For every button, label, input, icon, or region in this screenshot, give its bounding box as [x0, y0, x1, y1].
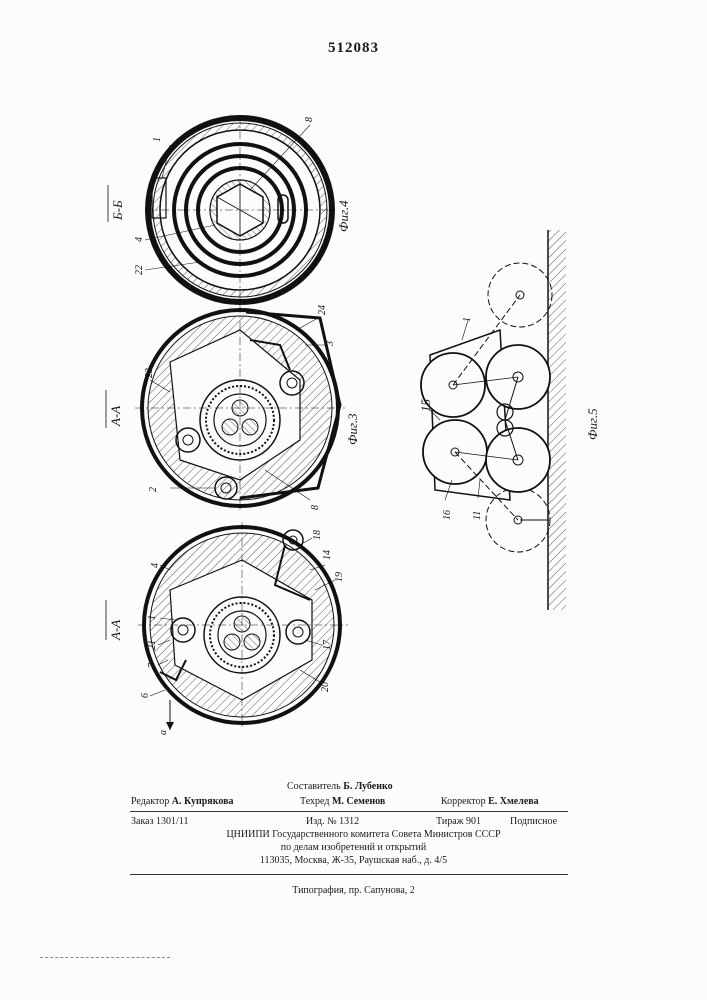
fig5-part-15: 15: [418, 399, 433, 413]
fig3-part-3: 3: [325, 341, 336, 347]
corrector-line: Корректор Е. Хмелева: [441, 795, 539, 809]
editor-label: Редактор: [131, 796, 169, 807]
compiler-name: Б. Лубенко: [343, 781, 392, 792]
fig4-part-22: 22: [134, 265, 145, 275]
editor-name: А. Купрякова: [172, 796, 234, 807]
fig2-part-18: 18: [312, 530, 323, 540]
fig4-section-label: Б-Б: [110, 200, 125, 221]
address: 113035, Москва, Ж-35, Раушская наб., д. …: [0, 854, 707, 868]
fig3-part-8: 8: [310, 505, 321, 510]
editor-line: Редактор А. Купрякова: [131, 795, 233, 809]
techred-line: Техред М. Семенов: [300, 795, 385, 809]
fig5-part-16: 16: [442, 510, 453, 520]
scan-artifact: [40, 957, 170, 958]
corrector-label: Корректор: [441, 796, 486, 807]
divider: [130, 811, 568, 812]
org-line-1: ЦНИИПИ Государственного комитета Совета …: [0, 828, 707, 842]
fig4-drawing: 1 8 4 22 Б-Б Фиг.4: [108, 115, 351, 305]
fig2-section-label: А-А: [108, 620, 123, 641]
fig5-part-1: 1: [462, 317, 473, 322]
techred-label: Техред: [300, 796, 329, 807]
corrector-name: Е. Хмелева: [488, 796, 539, 807]
fig3-part-23: 23: [144, 368, 155, 378]
fig3-label: Фиг.3: [345, 413, 360, 445]
fig2-part-14: 14: [322, 550, 333, 560]
fig3-drawing: 24 3 23 2 8 А-А Фиг.3: [106, 305, 360, 510]
printing-house: Типография, пр. Сапунова, 2: [0, 884, 707, 898]
fig2-part-1: 1: [147, 615, 158, 620]
fig2-part-20: 20: [320, 682, 331, 692]
order-number: Заказ 1301/11: [131, 815, 188, 829]
fig5-part-11: 11: [472, 511, 483, 520]
fig3-part-24: 24: [317, 305, 328, 315]
fig5-label: Фиг.5: [585, 408, 600, 440]
fig4-part-8: 8: [304, 117, 315, 122]
divider: [130, 874, 568, 875]
fig2-part-21: 21: [147, 640, 158, 650]
fig2-drawing: 18 14 19 4 1 21 7 6 а 17 20 А-А: [106, 522, 348, 735]
techred-name: М. Семенов: [332, 796, 385, 807]
fig4-part-4: 4: [134, 237, 145, 242]
fig2-part-17: 17: [322, 639, 333, 650]
fig3-part-2: 2: [148, 487, 159, 492]
edition-number: Изд. № 1312: [306, 815, 359, 829]
compiler-label: Составитель: [287, 781, 341, 792]
fig5-drawing: 1 15 16 11 Фиг.5: [418, 230, 600, 610]
technical-drawing: 1 8 4 22 Б-Б Фиг.4: [0, 0, 707, 780]
fig2-part-19: 19: [334, 572, 345, 582]
fig2-part-4: 4: [150, 563, 161, 568]
fig4-label: Фиг.4: [336, 200, 351, 232]
subscription: Подписное: [510, 815, 557, 829]
fig2-part-6: 6: [140, 693, 151, 698]
org-line-2: по делам изобретений и открытий: [0, 841, 707, 855]
fig4-part-1: 1: [152, 137, 163, 142]
fig3-section-label: А-А: [108, 406, 123, 427]
fig2-part-a: а: [158, 730, 169, 735]
circulation: Тираж 901: [436, 815, 481, 829]
compiler-line: Составитель Б. Лубенко: [287, 780, 393, 794]
